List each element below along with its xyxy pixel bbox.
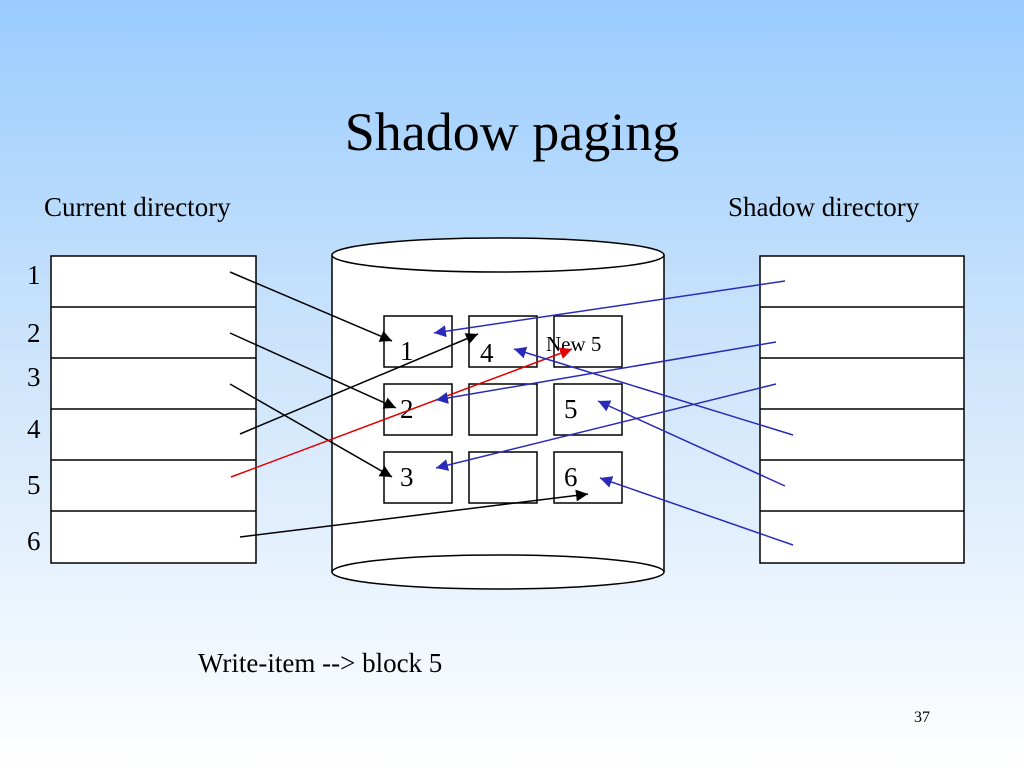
shadow-pointer-arrow xyxy=(513,346,794,436)
disk-block-3 xyxy=(383,451,453,504)
disk-block-label: 6 xyxy=(564,462,578,492)
page-number: 37 xyxy=(914,709,930,726)
shadow-directory-label: Shadow directory xyxy=(728,192,920,222)
disk-bottom-rim xyxy=(331,554,665,573)
current-directory-label: Current directory xyxy=(44,192,231,222)
disk-block-label: 2 xyxy=(400,394,414,424)
current-pointer-arrow xyxy=(229,383,393,478)
disk-block-2 xyxy=(383,383,453,436)
entry-number: 4 xyxy=(27,414,41,444)
disk-block-label: 4 xyxy=(480,338,494,368)
disk-block-empty xyxy=(468,451,538,504)
entry-number: 5 xyxy=(27,470,41,500)
changed-pointer-arrow xyxy=(230,347,573,478)
slide-title: Shadow paging xyxy=(344,102,680,162)
current-pointer-arrow xyxy=(239,489,589,538)
caption: Write-item --> block 5 xyxy=(198,648,443,678)
entry-number: 6 xyxy=(27,526,41,556)
shadow-pointer-arrow xyxy=(597,400,786,487)
shadow-pointer-arrow xyxy=(435,341,777,404)
current-pointer-arrow xyxy=(229,332,397,409)
entry-numbers: 1 2 3 4 5 6 xyxy=(27,260,41,556)
shadow-directory-table xyxy=(759,255,965,564)
disk-block-4 xyxy=(468,315,538,368)
disk-block-label: 3 xyxy=(400,462,414,492)
current-directory-table xyxy=(50,255,257,564)
disk-block-label: 1 xyxy=(400,336,414,366)
entry-number: 2 xyxy=(27,318,41,348)
current-pointer-arrow xyxy=(229,271,393,342)
disk-block-label: New 5 xyxy=(546,332,601,356)
disk-block-empty xyxy=(468,383,538,436)
shadow-pointer-arrow xyxy=(599,476,794,546)
shadow-pointers xyxy=(433,280,794,546)
disk-block-label: 5 xyxy=(564,394,578,424)
entry-number: 3 xyxy=(27,362,41,392)
disk-blocks: 1 4 New 5 2 5 3 6 xyxy=(383,315,623,504)
shadow-pointer-arrow xyxy=(433,280,786,338)
shadow-pointer-arrow xyxy=(435,383,777,471)
entry-number: 1 xyxy=(27,260,41,290)
current-pointers xyxy=(229,271,589,538)
current-pointer-arrow xyxy=(239,333,479,435)
disk-top xyxy=(331,237,665,273)
